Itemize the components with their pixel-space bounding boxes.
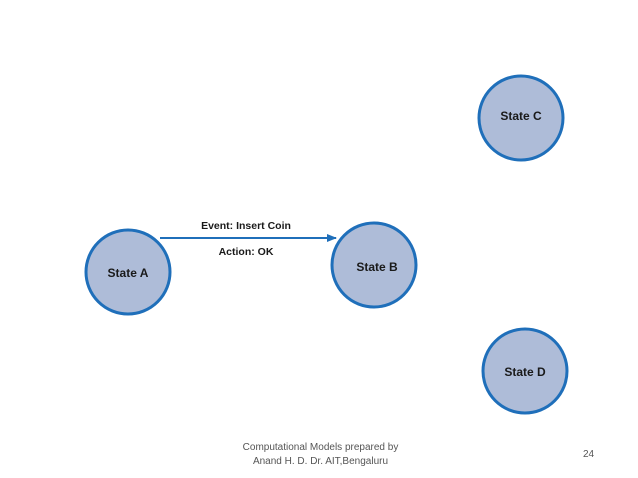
state-node-d: State D — [481, 327, 569, 415]
footer-line-2: Anand H. D. Dr. AIT,Bengaluru — [252, 456, 389, 467]
state-node-b-circle — [330, 221, 418, 309]
state-node-b: State B — [330, 221, 418, 309]
transition-action-label: Action: OK — [219, 246, 274, 258]
state-node-a-label: State A — [108, 266, 149, 280]
state-node-d-circle — [481, 327, 569, 415]
state-node-c-label: State C — [500, 109, 542, 123]
footer-credit: Computational Models prepared by Anand H… — [228, 441, 413, 469]
state-node-a: State A — [84, 228, 172, 316]
page-number: 24 — [583, 449, 595, 460]
footer-line-1: Computational Models prepared by — [242, 442, 399, 453]
state-node-a-circle — [84, 228, 172, 316]
state-node-c-circle — [477, 74, 565, 162]
state-node-b-label: State B — [356, 260, 398, 274]
transition-event-label: Event: Insert Coin — [201, 220, 291, 232]
state-node-d-label: State D — [504, 365, 546, 379]
state-node-c: State C — [477, 74, 565, 162]
